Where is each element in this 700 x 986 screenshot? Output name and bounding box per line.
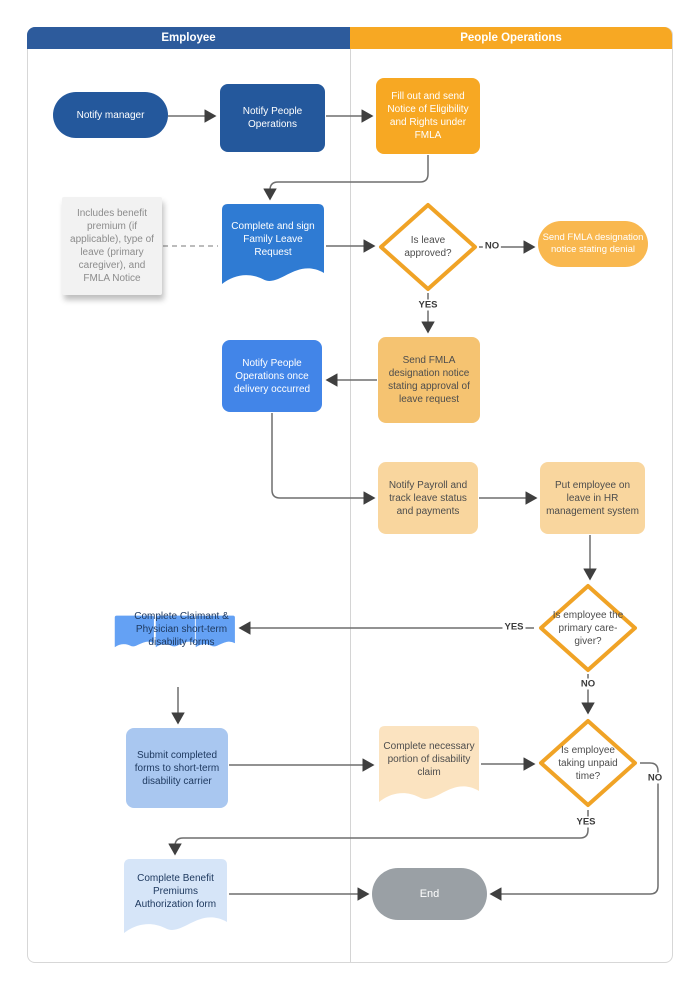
node-complete-disability-claim: Complete necessary portion of disability…: [378, 725, 480, 805]
node-submit-completed-forms: Submit completed forms to short-term dis…: [126, 728, 228, 808]
node-notify-po-once-delivery: Notify People Operations once delivery o…: [222, 340, 322, 412]
decision-is-taking-unpaid-time: Is employee taking unpaid time?: [538, 718, 638, 808]
node-notify-manager: Notify manager: [53, 92, 168, 138]
node-end: End: [372, 868, 487, 920]
note-benefit-premium: Includes benefit premium (if applicable)…: [62, 197, 162, 295]
node-fill-out-fmla-notice: Fill out and send Notice of Eligibility …: [376, 78, 480, 154]
edge-label-leave-approved-yes: YES: [416, 299, 440, 311]
connector-unpaid-no-to-end: [489, 762, 659, 901]
edge-label-unpaid-time-yes: YES: [574, 816, 598, 828]
connector-fill-out-to-complete-sign: [263, 155, 429, 201]
decision-is-primary-caregiver: Is employee the primary care-giver?: [538, 583, 638, 673]
decision-is-leave-approved: Is leave approved?: [378, 202, 478, 292]
edge-label-leave-approved-no: NO: [482, 240, 502, 252]
node-notify-payroll: Notify Payroll and track leave status an…: [378, 462, 478, 534]
edge-label-primary-caregiver-yes: YES: [502, 621, 526, 633]
node-complete-sign-family-leave-request: Complete and sign Family Leave Request: [221, 203, 325, 287]
edge-label-unpaid-time-no: NO: [645, 772, 665, 784]
node-notify-people-operations: Notify People Operations: [220, 84, 325, 152]
lane-header-employee: Employee: [27, 27, 350, 49]
node-claimant-physician-forms: Complete Claimant & Physician short-term…: [114, 578, 237, 686]
connector-unpaid-yes-to-benefit-premiums: [168, 810, 589, 856]
node-put-employee-on-leave: Put employee on leave in HR management s…: [540, 462, 645, 534]
lane-header-people-operations: People Operations: [350, 27, 672, 49]
node-send-denial-notice: Send FMLA designation notice stating den…: [538, 221, 648, 267]
connector-notify-delivery-to-notify-payroll: [271, 413, 376, 505]
node-send-approval-notice: Send FMLA designation notice stating app…: [378, 337, 480, 423]
node-benefit-premiums-authorization: Complete Benefit Premiums Authorization …: [123, 858, 228, 936]
lane-divider: [350, 49, 351, 962]
edge-label-primary-caregiver-no: NO: [578, 678, 598, 690]
